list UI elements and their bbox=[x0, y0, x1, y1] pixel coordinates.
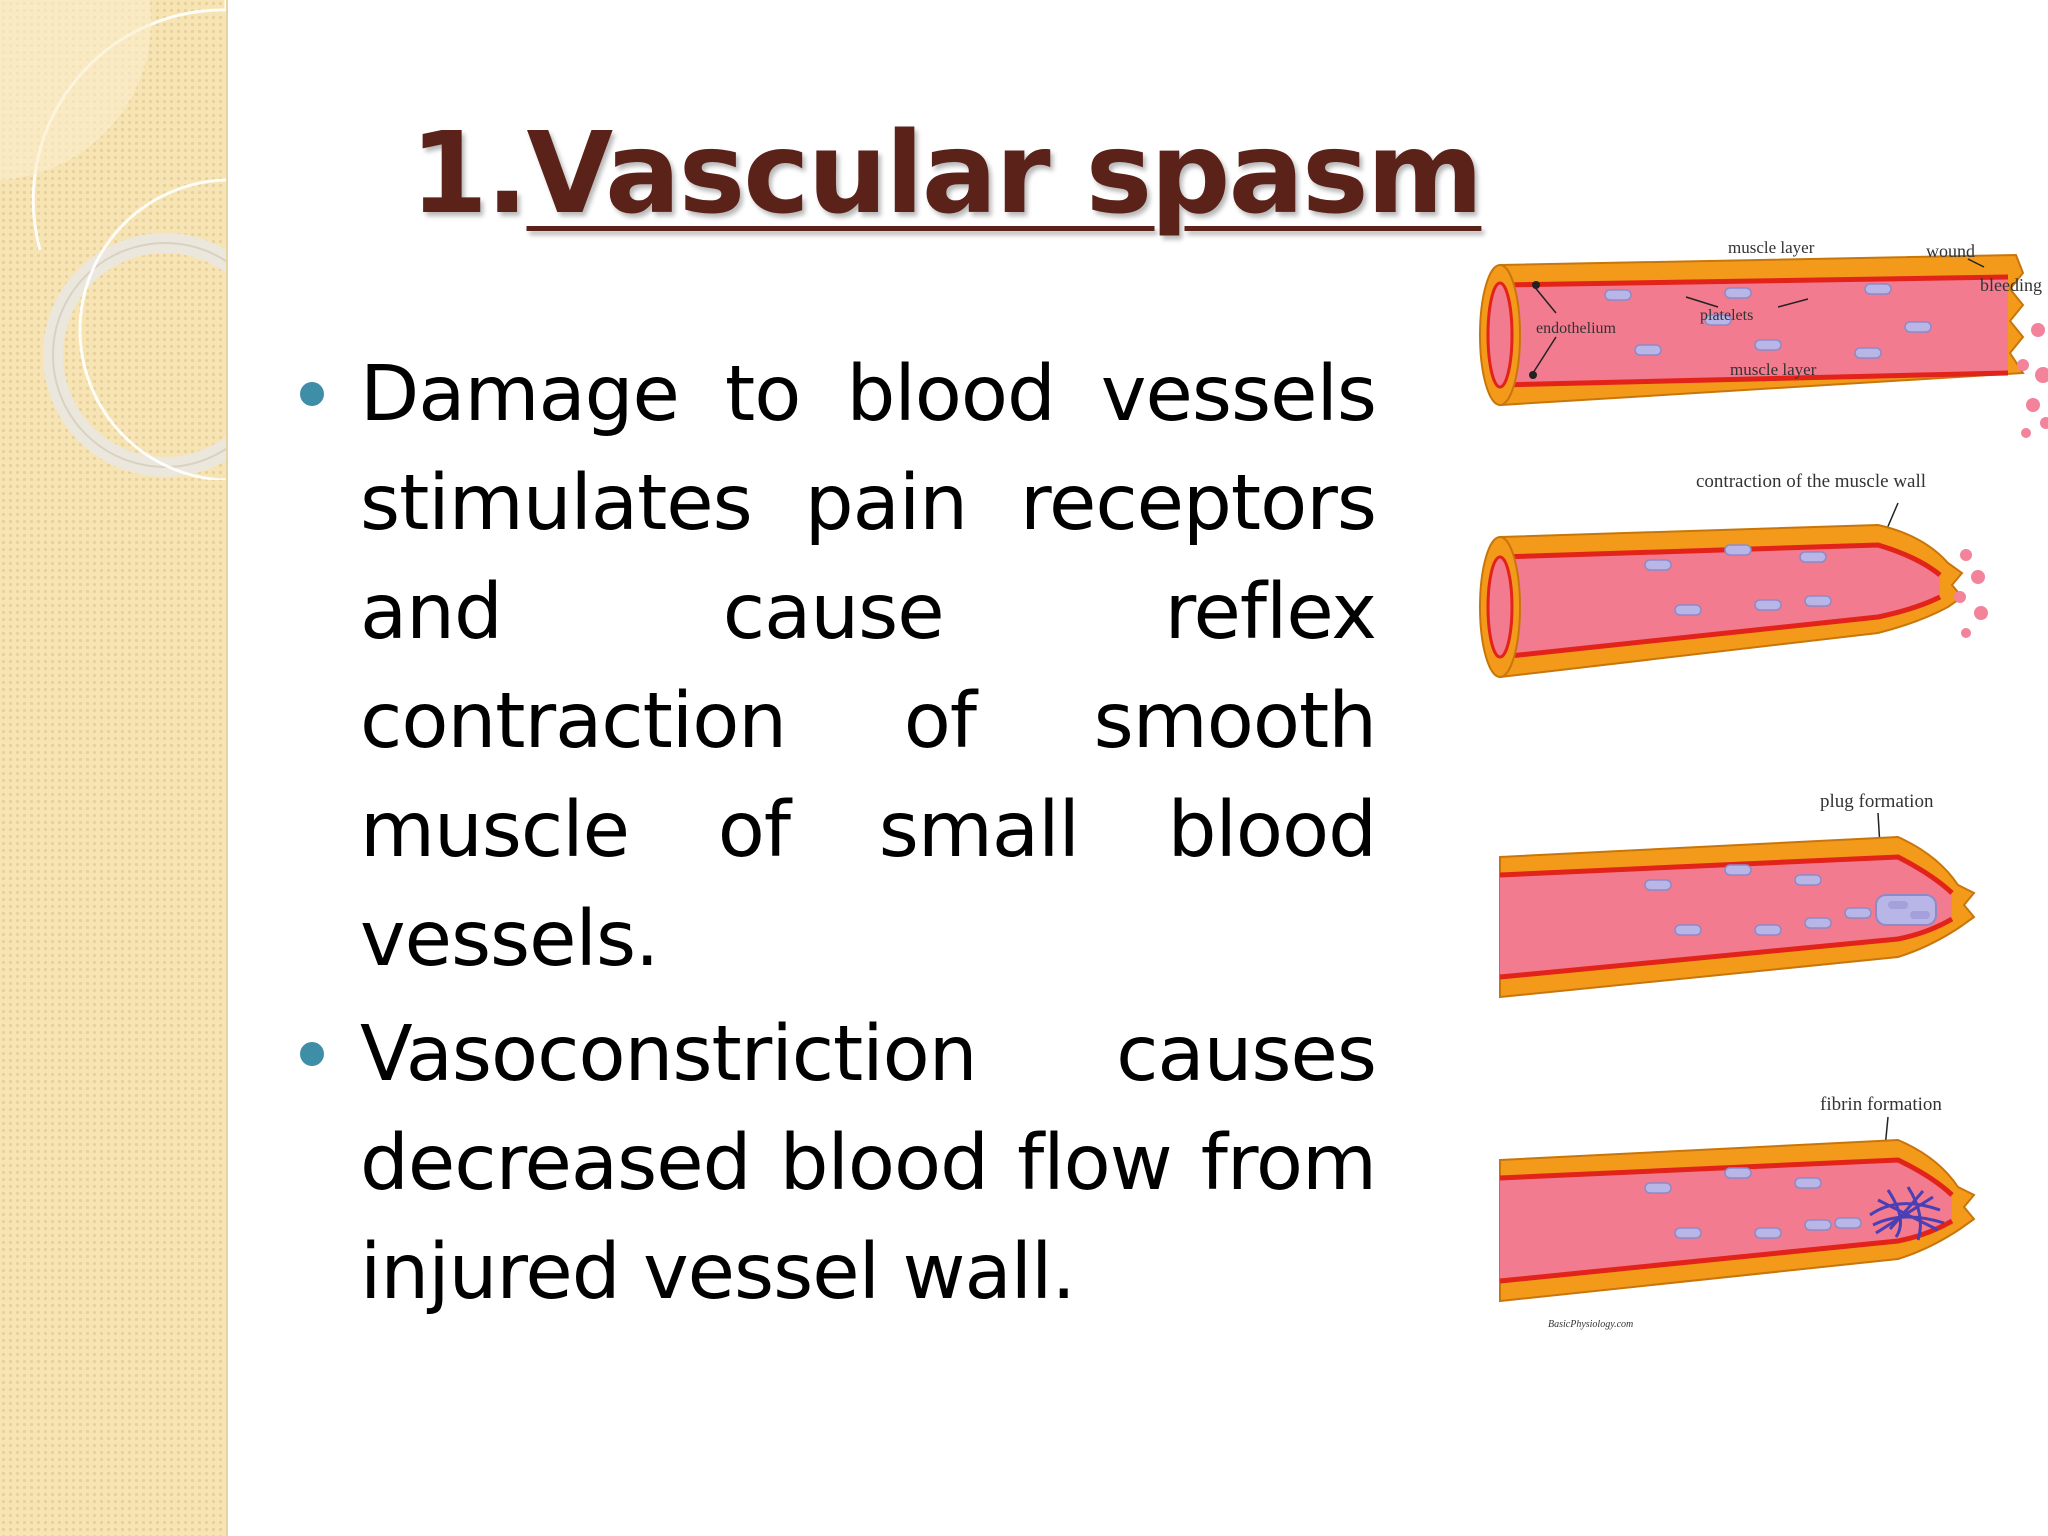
title-text: Vascular spasm bbox=[526, 109, 1483, 239]
bullet-text: Vasoconstriction causes decreased blood … bbox=[360, 1010, 1377, 1317]
decorative-rings bbox=[0, 0, 226, 480]
decorative-side-panel bbox=[0, 0, 228, 1536]
bullet-dot-icon bbox=[300, 382, 324, 406]
caption-contraction: contraction of the muscle wall bbox=[1696, 471, 1926, 492]
figure-credit: BasicPhysiology.com bbox=[1548, 1319, 1633, 1330]
label-muscle-layer-top: muscle layer bbox=[1728, 238, 1815, 257]
title-number: 1. bbox=[410, 109, 528, 239]
caption-plug-formation: plug formation bbox=[1820, 791, 1934, 812]
slide-title: 1.Vascular spasm bbox=[410, 118, 1483, 230]
bullet-item: Damage to blood vessels stimulates pain … bbox=[290, 340, 1377, 994]
hemostasis-diagram: muscle layer endothelium platelets muscl… bbox=[1479, 238, 2048, 1330]
label-muscle-layer-bottom: muscle layer bbox=[1730, 360, 1817, 379]
vessel-panel-2: contraction of the muscle wall bbox=[1479, 471, 1988, 679]
label-endothelium: endothelium bbox=[1536, 320, 1617, 337]
bullet-item: Vasoconstriction causes decreased blood … bbox=[290, 1000, 1377, 1327]
bullet-text: Damage to blood vessels stimulates pain … bbox=[360, 350, 1377, 984]
caption-fibrin-formation: fibrin formation bbox=[1820, 1094, 1942, 1115]
label-bleeding: bleeding bbox=[1980, 275, 2042, 295]
label-platelets: platelets bbox=[1700, 307, 1753, 324]
bullet-list: Damage to blood vessels stimulates pain … bbox=[290, 340, 1377, 1333]
bullet-dot-icon bbox=[300, 1042, 324, 1066]
fibrin-mesh bbox=[1869, 1186, 1945, 1241]
vessel-panel-3: plug formation bbox=[1499, 791, 1976, 999]
vessel-panel-4: fibrin formation BasicPhysiology.com bbox=[1499, 1094, 1976, 1330]
label-wound: wound bbox=[1926, 241, 1975, 261]
platelet-plug bbox=[1875, 894, 1937, 926]
vessel-panel-1: muscle layer endothelium platelets muscl… bbox=[1479, 238, 2048, 438]
